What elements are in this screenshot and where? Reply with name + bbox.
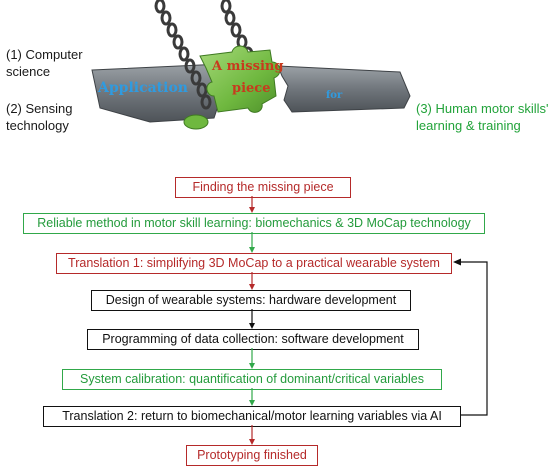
- flow-step-1: Finding the missing piece: [175, 177, 351, 198]
- left-plate-text: Application: [97, 80, 188, 96]
- feedback-loop-arrow: [453, 258, 488, 416]
- flow-step-4: Design of wearable systems: hardware dev…: [91, 290, 411, 311]
- flow-step-7: Translation 2: return to biomechanical/m…: [43, 406, 461, 427]
- right-plate-text: for: [326, 90, 343, 101]
- flow-step-8: Prototyping finished: [186, 445, 318, 466]
- flow-step-3: Translation 1: simplifying 3D MoCap to a…: [56, 253, 452, 274]
- sensing-technology-label: (2) Sensing technology: [6, 101, 73, 133]
- piece-text-line-1: A missing: [211, 59, 283, 74]
- chain-left: [154, 0, 212, 110]
- human-motor-skills-label: (3) Human motor skills' learning & train…: [416, 101, 549, 133]
- flow-step-5: Programming of data collection: software…: [87, 329, 419, 350]
- flow-step-2: Reliable method in motor skill learning:…: [23, 213, 485, 234]
- computer-science-label: (1) Computer science: [6, 47, 83, 79]
- green-puzzle-piece: [199, 45, 281, 113]
- puzzle-knob: [183, 114, 209, 130]
- right-metal-plate: [277, 65, 411, 113]
- flow-step-6: System calibration: quantification of do…: [62, 369, 442, 390]
- piece-text-line-2: piece: [232, 81, 271, 96]
- missing-piece-illustration: Application A missing piece for: [91, 0, 411, 130]
